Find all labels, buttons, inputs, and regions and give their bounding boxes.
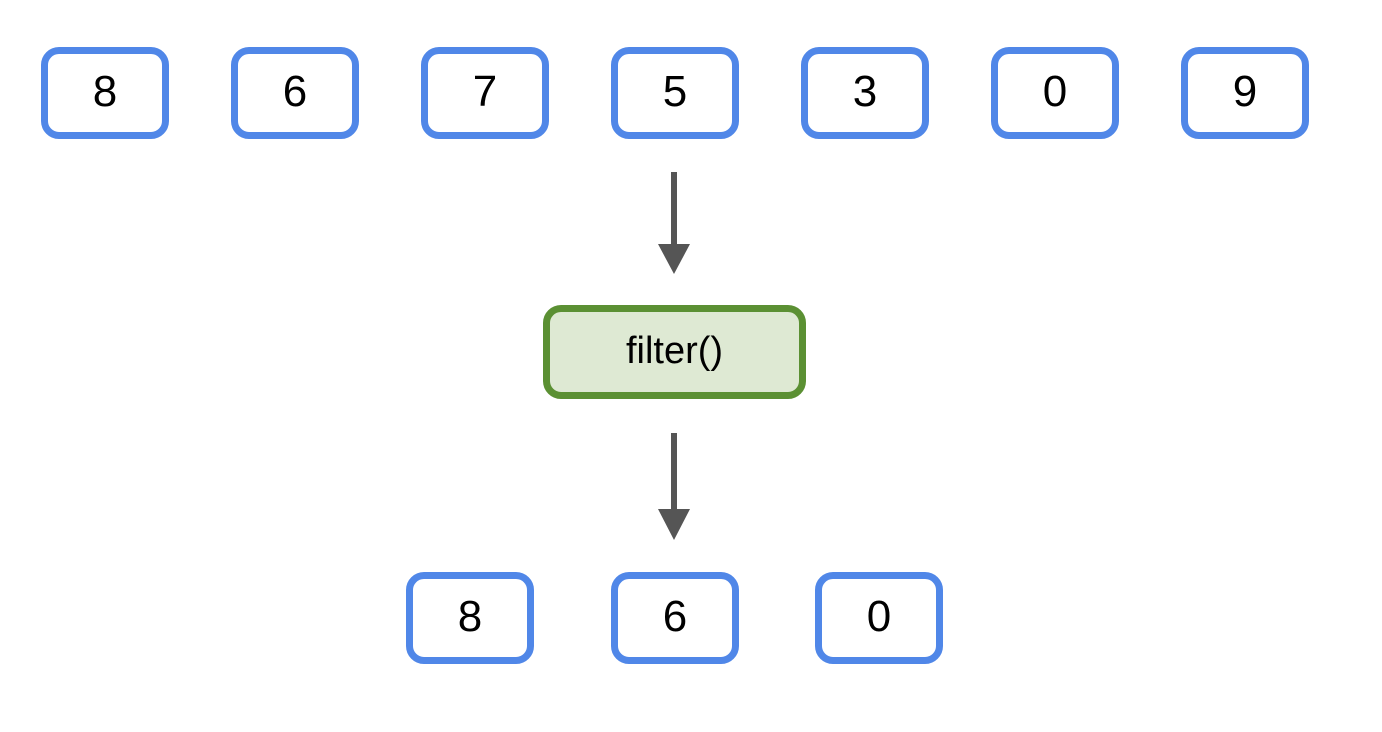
input-cell-0[interactable]: 8 (41, 47, 169, 139)
output-cell-2[interactable]: 0 (815, 572, 943, 664)
input-cell-2[interactable]: 7 (421, 47, 549, 139)
input-cell-6-label: 9 (1232, 67, 1258, 116)
input-cell-6[interactable]: 9 (1181, 47, 1309, 139)
filter-operation-box[interactable]: filter() (543, 305, 806, 399)
input-cell-2-label: 7 (472, 67, 498, 116)
input-cell-3-label: 5 (662, 67, 688, 116)
output-cell-2-label: 0 (866, 592, 892, 641)
input-cell-3[interactable]: 5 (611, 47, 739, 139)
input-cell-1-label: 6 (282, 67, 308, 116)
arrow-filter-to-output-icon (652, 429, 696, 544)
input-cell-5-label: 0 (1042, 67, 1068, 116)
output-cell-1[interactable]: 6 (611, 572, 739, 664)
input-cell-1[interactable]: 6 (231, 47, 359, 139)
input-cell-4-label: 3 (852, 67, 878, 116)
output-cell-1-label: 6 (662, 592, 688, 641)
input-cell-4[interactable]: 3 (801, 47, 929, 139)
input-cell-5[interactable]: 0 (991, 47, 1119, 139)
filter-operation-label: filter() (625, 330, 724, 372)
output-cell-0-label: 8 (457, 592, 483, 641)
arrow-input-to-filter-icon (652, 168, 696, 278)
input-cell-0-label: 8 (92, 67, 118, 116)
output-cell-0[interactable]: 8 (406, 572, 534, 664)
